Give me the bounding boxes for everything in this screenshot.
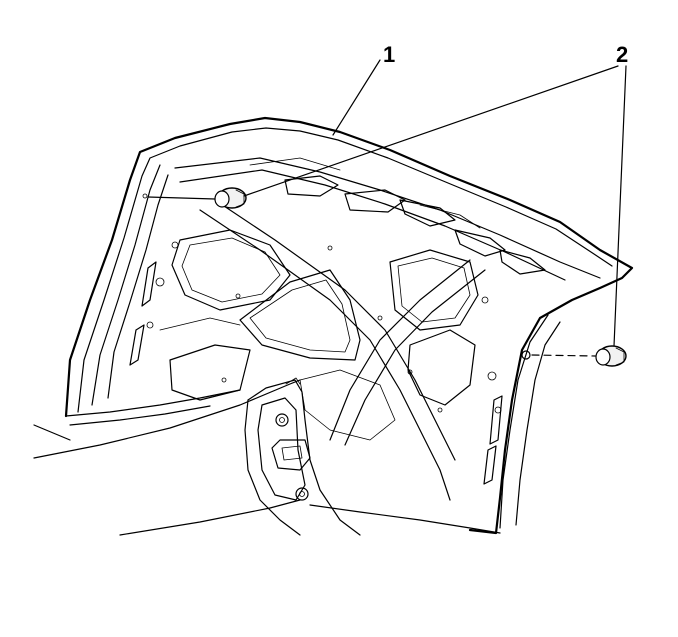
leader-lines bbox=[147, 59, 627, 357]
bumper-fastener-right bbox=[521, 345, 627, 367]
bumper-fastener-left bbox=[214, 187, 247, 209]
callout-label-2: 2 bbox=[616, 42, 628, 67]
vehicle-body-section bbox=[33, 377, 501, 536]
trunk-lid-panel bbox=[64, 116, 634, 535]
callout-label-1: 1 bbox=[383, 42, 395, 67]
